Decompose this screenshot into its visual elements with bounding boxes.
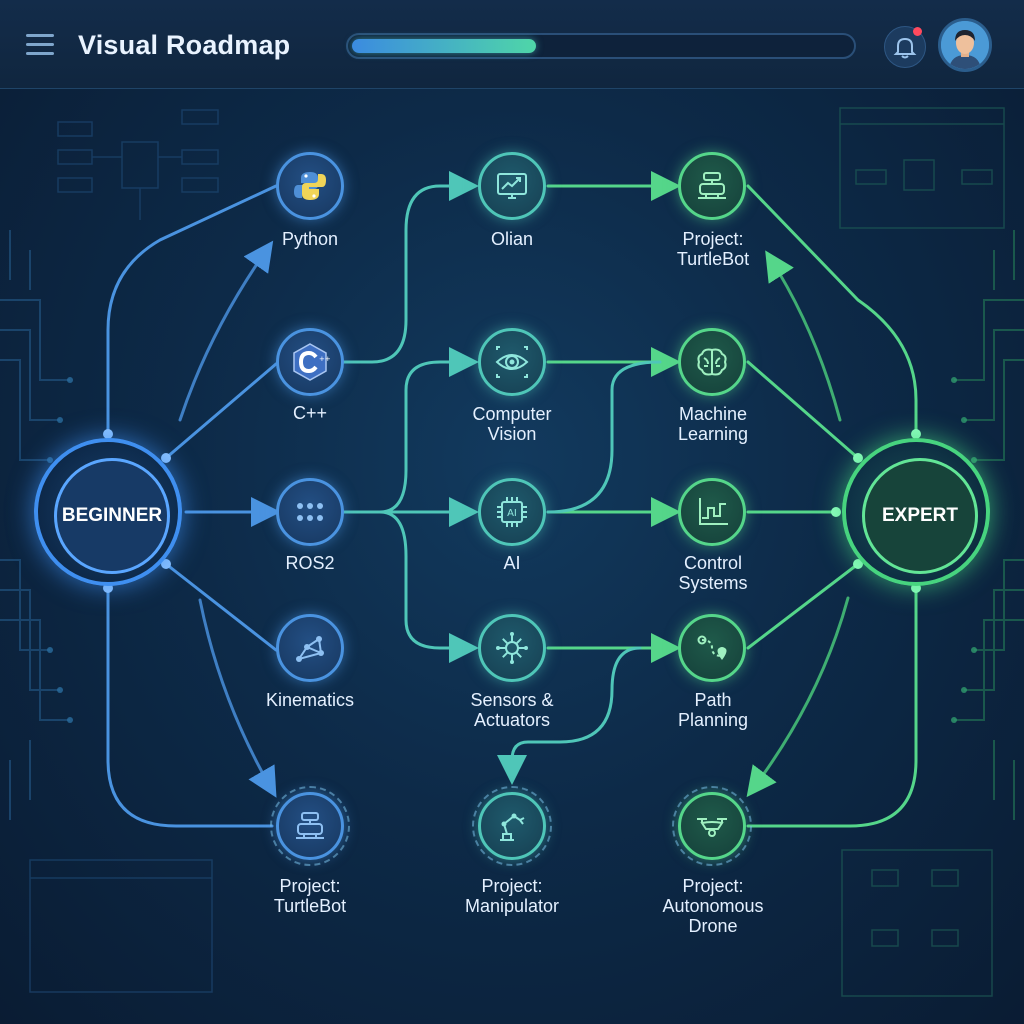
top-bar: Visual Roadmap [0,0,1024,89]
robot-arm-icon [500,813,525,841]
page-title: Visual Roadmap [78,30,291,60]
svg-text:++: ++ [319,355,331,363]
beginner-hub[interactable]: BEGINNER [34,438,182,586]
node-project-manipulator[interactable] [472,786,552,866]
beginner-label: BEGINNER [54,458,170,574]
notification-badge [913,27,922,36]
node-computer-vision-label: Computer Vision [472,404,552,444]
svg-text:AI: AI [507,508,517,519]
node-project-turtlebot-expert-label: Project: TurtleBot [676,229,750,269]
path-icon [697,635,727,660]
node-python[interactable] [276,152,344,220]
node-cpp-label: C++ [292,403,328,423]
node-control-systems[interactable] [678,478,746,546]
user-avatar-icon [941,21,989,69]
turtlebot-icon [698,172,726,199]
node-computer-vision[interactable] [478,328,546,396]
python-icon [294,172,326,200]
cpp-icon: ++ [293,343,331,381]
node-kinematics-label: Kinematics [265,690,355,710]
turtlebot-icon [296,812,324,839]
node-ros2[interactable] [276,478,344,546]
node-kinematics[interactable] [276,614,344,682]
node-project-turtlebot-beginner[interactable] [270,786,350,866]
eye-icon [495,346,529,378]
node-sensors-actuators[interactable] [478,614,546,682]
node-olian-label: Oliаn [490,229,534,249]
menu-icon[interactable] [26,34,54,56]
expert-label: EXPERT [862,458,978,574]
bell-icon [893,37,917,59]
node-sensors-actuators-label: Sensors & Actuators [470,690,554,730]
node-project-autonomous-drone[interactable] [672,786,752,866]
node-control-systems-label: Control Systems [678,553,748,593]
node-ai-label: AI [503,553,521,573]
node-project-turtlebot-beginner-label: Project: TurtleBot [273,876,347,916]
kinematics-icon [296,636,324,662]
node-machine-learning-label: Machine Learning [677,404,749,444]
sensor-icon [496,632,528,664]
ai-chip-icon: AI [497,497,527,527]
node-cpp[interactable]: ++ [276,328,344,396]
drone-icon [697,818,727,837]
node-machine-learning[interactable] [678,328,746,396]
node-ros2-label: ROS2 [285,553,335,573]
progress-fill [352,39,537,53]
expert-hub[interactable]: EXPERT [842,438,990,586]
brain-icon [697,348,727,376]
grid-dots-icon [297,503,323,521]
node-project-turtlebot-expert[interactable] [678,152,746,220]
node-path-planning[interactable] [678,614,746,682]
monitor-chart-icon [497,173,527,199]
node-path-planning-label: Path Planning [677,690,749,730]
node-olian[interactable] [478,152,546,220]
control-graph-icon [699,498,728,525]
node-project-manipulator-label: Project: Manipulator [464,876,560,916]
node-project-autonomous-drone-label: Project: Autonomous Drone [662,876,764,936]
node-ai[interactable]: AI [478,478,546,546]
roadmap-progress-bar [346,33,856,59]
node-python-label: Python [281,229,339,249]
avatar[interactable] [938,18,992,72]
